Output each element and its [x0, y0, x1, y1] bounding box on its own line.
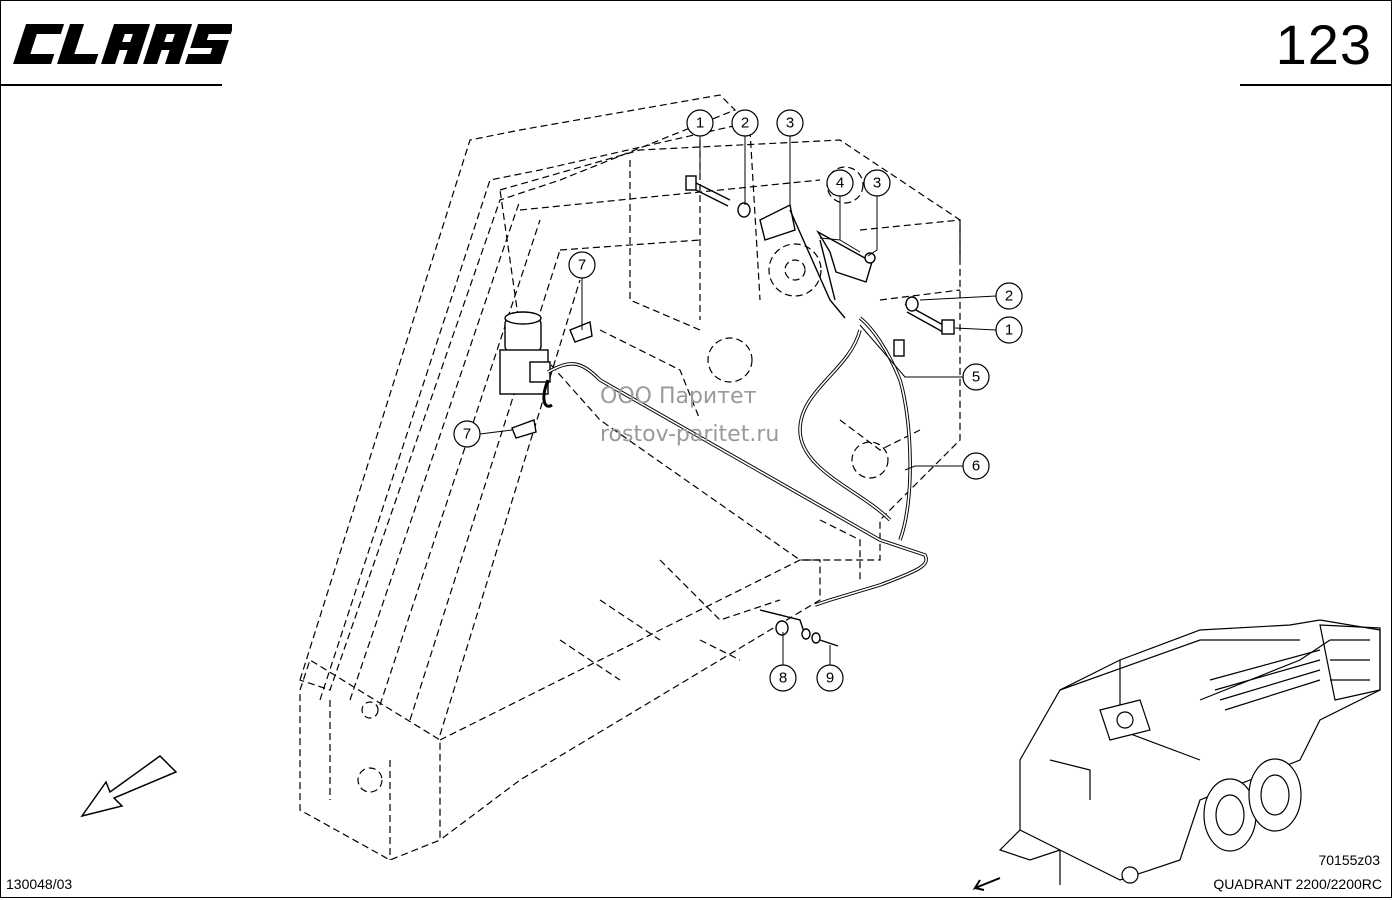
callout-7: 7 [578, 257, 586, 274]
page-number: 123 [1275, 13, 1372, 76]
header-rule-left [0, 84, 222, 86]
callout-9: 9 [826, 670, 834, 687]
callout-7b: 7 [463, 426, 471, 443]
document-code: 130048/03 [6, 876, 73, 892]
claas-logo [13, 24, 232, 64]
figure-code: 70155z03 [1318, 852, 1380, 868]
callout-circle [453, 420, 481, 448]
callout-circle [826, 169, 854, 197]
model-name: QUADRANT 2200/2200RC [1213, 876, 1382, 892]
callout-circle [816, 664, 844, 692]
callout-1: 1 [696, 115, 704, 132]
callout-8: 8 [779, 670, 787, 687]
callout-circle [731, 109, 759, 137]
callout-circle [962, 363, 990, 391]
callout-circle [995, 282, 1023, 310]
callout-1b: 1 [1005, 322, 1013, 339]
watermark-line-2: rostov-paritet.ru [600, 422, 780, 447]
callout-4: 4 [836, 175, 844, 192]
lower-housing [299, 659, 441, 861]
callout-6: 6 [972, 458, 980, 475]
header-rule-right [1240, 84, 1392, 86]
callout-3b: 3 [873, 175, 881, 192]
callout-circle [995, 316, 1023, 344]
baler-overview-icon [972, 619, 1381, 891]
chassis-block [499, 139, 961, 561]
drawbar-frame [299, 94, 737, 691]
callout-circle [863, 169, 891, 197]
arrow-southwest-icon [80, 755, 178, 818]
callout-5: 5 [972, 369, 980, 386]
callout-3: 3 [786, 115, 794, 132]
callout-circle [776, 109, 804, 137]
watermark-line-1: ООО Паритет [600, 384, 757, 409]
callout-2: 2 [741, 115, 749, 132]
callout-circle [962, 452, 990, 480]
callout-circle [769, 664, 797, 692]
callout-circle [568, 251, 596, 279]
callout-2b: 2 [1005, 288, 1013, 305]
callout-circle [686, 109, 714, 137]
